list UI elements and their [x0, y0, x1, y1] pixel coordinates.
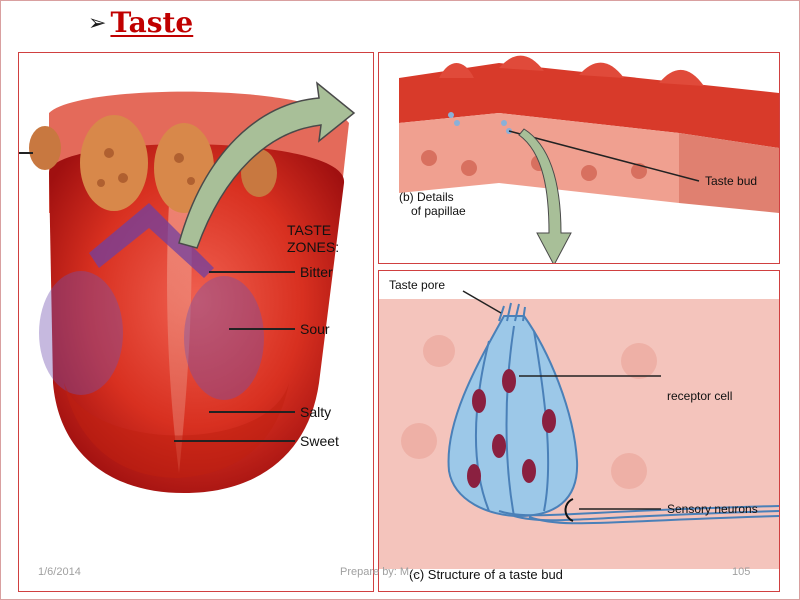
taste-bud-dot	[448, 112, 454, 118]
papilla-dot	[104, 148, 114, 158]
bullet-arrow-icon: ➢	[88, 12, 106, 34]
papillae-detail-panel: Taste bud (b) Details of papillae	[378, 52, 780, 264]
label-bitter: Bitter	[300, 264, 333, 280]
title-row: ➢ Taste	[88, 6, 193, 39]
label-receptor-cell: receptor cell	[667, 389, 732, 403]
papilla-dot	[187, 177, 195, 185]
papillae-caption-1: (b) Details	[399, 190, 454, 204]
cell	[421, 150, 437, 166]
taste-bud-illustration: Taste pore receptor cell Sensory neurons…	[379, 271, 780, 592]
cell	[581, 165, 597, 181]
taste-bud-dot	[501, 120, 507, 126]
sour-zone-right	[184, 276, 264, 400]
tongue-diagram-panel: TASTE ZONES: Bitter Sour Salty Sweet	[18, 52, 374, 592]
slide-title: Taste	[110, 6, 193, 39]
cell	[461, 160, 477, 176]
footer-date: 1/6/2014	[38, 566, 81, 578]
sour-zone-left	[39, 271, 123, 395]
nucleus	[492, 434, 506, 458]
epithelial-cell	[621, 343, 657, 379]
taste-bud-structure-panel: Taste pore receptor cell Sensory neurons…	[378, 270, 780, 592]
bud-caption: (c) Structure of a taste bud	[409, 567, 563, 582]
papilla-dot	[97, 179, 105, 187]
footer-prepared-by: Prepare by: M...	[340, 566, 418, 578]
label-taste-pore: Taste pore	[389, 278, 445, 292]
nucleus	[472, 389, 486, 413]
tongue-illustration: TASTE ZONES: Bitter Sour Salty Sweet	[19, 53, 374, 592]
epithelial-cell	[423, 335, 455, 367]
nucleus	[467, 464, 481, 488]
papilla-dot	[118, 173, 128, 183]
papillae-caption-2: of papillae	[411, 204, 466, 218]
nucleus	[502, 369, 516, 393]
nucleus	[542, 409, 556, 433]
nucleus	[522, 459, 536, 483]
footer-page-number: 105	[732, 566, 750, 578]
label-sour: Sour	[300, 321, 330, 337]
taste-bud-dot	[454, 120, 460, 126]
label-taste-bud: Taste bud	[705, 174, 757, 188]
label-sensory-neurons: Sensory neurons	[667, 502, 758, 516]
epithelial-cell	[611, 453, 647, 489]
taste-zones-heading-1: TASTE	[287, 222, 331, 238]
label-salty: Salty	[300, 404, 331, 420]
taste-zones-heading-2: ZONES:	[287, 239, 339, 255]
left-tonsil	[29, 126, 61, 170]
papilla-dot	[174, 153, 184, 163]
papillae-mass-left	[80, 115, 148, 211]
epithelial-cell	[401, 423, 437, 459]
label-sweet: Sweet	[300, 433, 339, 449]
papillae-illustration: Taste bud (b) Details of papillae	[379, 53, 780, 264]
papilla-bump	[439, 63, 474, 78]
